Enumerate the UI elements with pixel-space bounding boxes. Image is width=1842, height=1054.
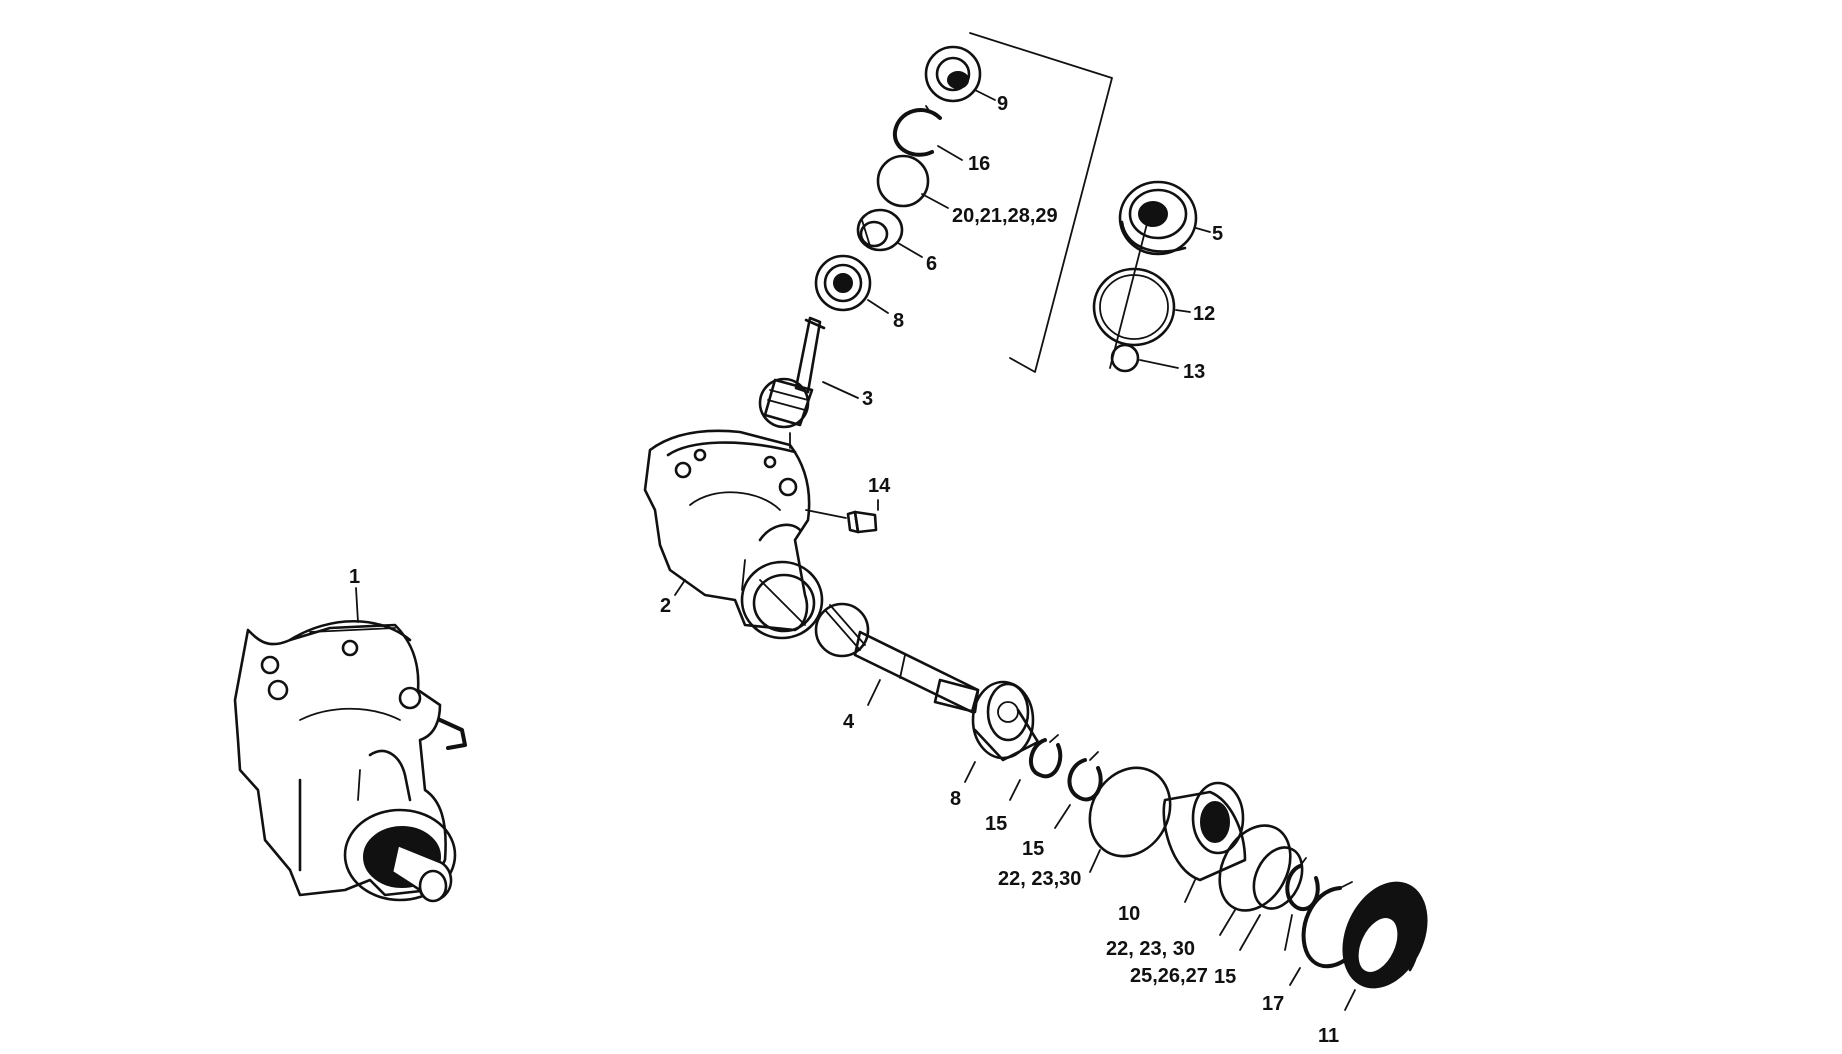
part-labels: 1 2 3 4 5 6 8 8 9 10 11 12 13 14 15 15 1… <box>349 93 1339 1047</box>
part-10-bearing <box>1162 781 1247 903</box>
label-12: 12 <box>1193 303 1215 325</box>
label-17: 17 <box>1262 993 1284 1015</box>
label-8-bottom: 8 <box>950 788 961 810</box>
part-22-23-30-shim-a <box>1088 766 1172 873</box>
label-2: 2 <box>660 595 671 617</box>
label-22-23-30-a: 22, 23,30 <box>998 868 1081 890</box>
bracket-group-outline <box>969 32 1113 373</box>
part-3-pinion-shaft <box>758 316 859 449</box>
label-15-b: 15 <box>1022 838 1044 860</box>
part-9-bearing <box>924 45 996 103</box>
part-8-bearing-bottom <box>964 680 1040 783</box>
label-25-26-27: 25,26,27 <box>1130 965 1208 987</box>
part-6-spacer <box>856 208 923 258</box>
part-1-gearbox-assembly <box>233 587 467 903</box>
part-20-21-28-29-shim-ring <box>876 154 949 209</box>
label-4: 4 <box>843 711 855 733</box>
part-15-circlip-c <box>1284 857 1320 951</box>
label-11: 11 <box>1318 1025 1339 1047</box>
part-13-small-ring <box>1109 211 1179 373</box>
label-16: 16 <box>968 153 990 175</box>
label-22-23-30-b: 22, 23, 30 <box>1106 938 1195 960</box>
part-12-o-ring <box>1092 267 1191 347</box>
part-25-26-27-shim <box>1239 846 1304 951</box>
label-14: 14 <box>868 475 891 497</box>
label-15-a: 15 <box>985 813 1007 835</box>
part-22-23-30-shim-b <box>1218 824 1292 936</box>
label-6: 6 <box>926 253 937 275</box>
part-2-gearbox-housing <box>643 429 824 640</box>
part-15-circlip-a <box>1009 734 1063 801</box>
label-1: 1 <box>349 566 360 588</box>
part-8-bearing-top <box>814 254 889 314</box>
label-9: 9 <box>997 93 1008 115</box>
part-5-bearing-cup <box>1118 180 1211 256</box>
label-13: 13 <box>1183 361 1205 383</box>
part-4-gear-shaft <box>814 602 980 714</box>
label-10: 10 <box>1118 903 1140 925</box>
part-14-drain-plug <box>805 499 879 534</box>
part-16-circlip <box>892 105 963 161</box>
label-15-c: 15 <box>1214 966 1236 988</box>
part-15-circlip-b <box>1054 751 1103 829</box>
label-3: 3 <box>862 388 873 410</box>
label-20-21-28-29: 20,21,28,29 <box>952 205 1058 227</box>
label-8-top: 8 <box>893 310 904 332</box>
label-5: 5 <box>1212 223 1223 245</box>
part-11-oil-seal <box>1342 881 1428 1011</box>
